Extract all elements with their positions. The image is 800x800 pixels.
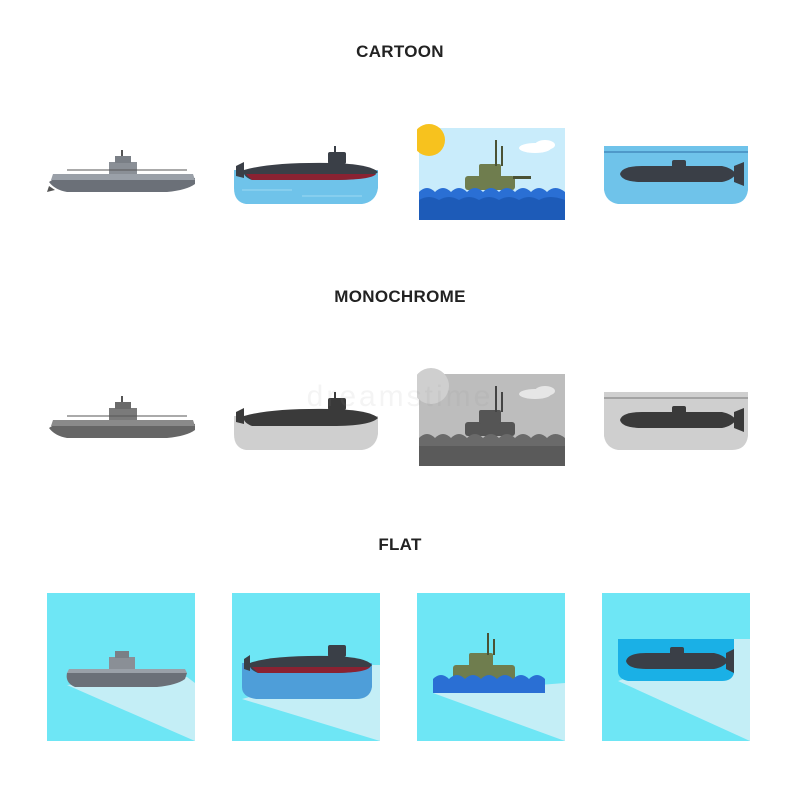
sub-underwater-monochrome-graphic	[604, 392, 748, 450]
submarine-underwater-icon[interactable]	[602, 100, 750, 248]
sub-waves-cartoon-graphic	[417, 124, 565, 220]
u-boat-flat-graphic	[47, 593, 195, 741]
u-boat-submarine-icon[interactable]	[47, 593, 195, 741]
sub-waves-flat-graphic	[417, 593, 565, 741]
sub-underwater-cartoon-graphic	[604, 146, 748, 204]
section-title-monochrome: MONOCHROME	[334, 287, 466, 306]
u-boat-submarine-icon[interactable]	[47, 346, 195, 494]
submarine-in-waves-with-sun-icon[interactable]	[417, 100, 565, 248]
submarine-in-waves-with-sun-icon[interactable]	[417, 593, 565, 741]
u-boat-cartoon-graphic	[47, 150, 195, 192]
submarine-underwater-icon[interactable]	[602, 346, 750, 494]
submarine-underwater-icon[interactable]	[602, 593, 750, 741]
section-title-flat: FLAT	[378, 535, 422, 554]
u-boat-submarine-icon[interactable]	[47, 100, 195, 248]
sub-waves-monochrome-graphic	[417, 368, 565, 466]
nuclear-submarine-at-surface-icon[interactable]	[232, 593, 380, 741]
nuclear-submarine-at-surface-icon[interactable]	[232, 346, 380, 494]
nuclear-submarine-at-surface-icon[interactable]	[232, 100, 380, 248]
nuclear-sub-flat-graphic	[232, 593, 380, 741]
nuclear-sub-monochrome-graphic	[234, 392, 378, 450]
sub-underwater-flat-graphic	[602, 593, 750, 741]
nuclear-sub-cartoon-graphic	[234, 146, 378, 204]
u-boat-monochrome-graphic	[49, 396, 195, 438]
section-title-cartoon: CARTOON	[356, 42, 444, 61]
submarine-in-waves-with-sun-icon[interactable]	[417, 346, 565, 494]
